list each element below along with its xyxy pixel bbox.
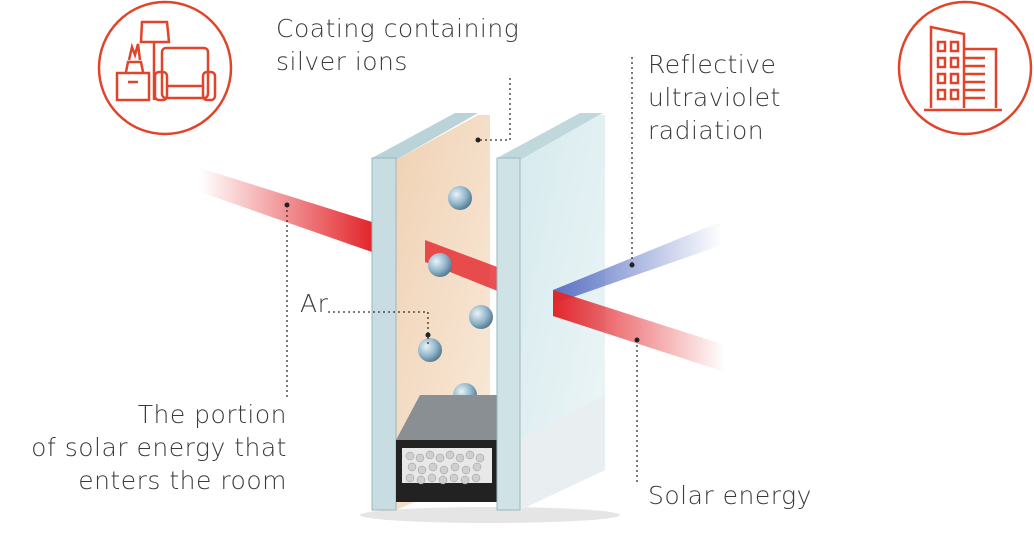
outer-pane-edge [496, 157, 521, 511]
coating-label: Coating containing silver ions [276, 12, 519, 78]
portion-label-line: of solar energy that [31, 433, 287, 462]
coating-label-line: Coating containing [276, 14, 520, 43]
coating-label-line: silver ions [276, 47, 408, 76]
solar-energy-label: Solar energy [648, 481, 812, 510]
building-icon [897, 0, 1033, 136]
living-room-icon [97, 0, 233, 136]
argon-label: Ar [300, 289, 329, 318]
solar-beam [553, 290, 725, 372]
spacer-frame [396, 395, 510, 502]
reflective-label: Reflective ultraviolet radiation [648, 48, 781, 147]
uv-beam [553, 222, 722, 304]
portion-label-line: The portion [137, 400, 287, 429]
reflective-label-line: Reflective [648, 50, 777, 79]
reflective-label-line: radiation [648, 116, 765, 145]
inner-solar-beam [425, 240, 500, 292]
inner-pane-edge [371, 157, 397, 511]
reflective-label-line: ultraviolet [648, 83, 781, 112]
portion-label: The portion of solar energy that enters … [31, 398, 287, 497]
portion-label-line: enters the room [78, 466, 287, 495]
argon-atoms [418, 186, 493, 407]
room-solar-beam [200, 168, 372, 252]
